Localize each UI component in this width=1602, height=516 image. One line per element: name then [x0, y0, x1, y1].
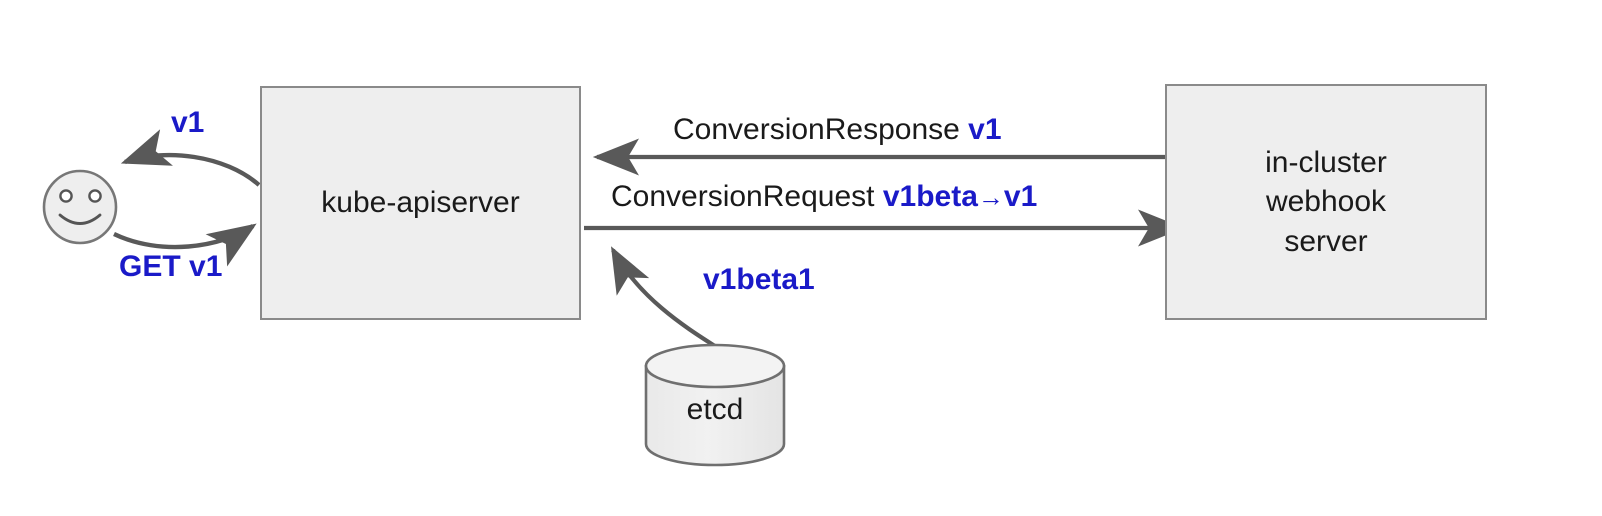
node-kube-apiserver-label: kube-apiserver: [321, 186, 520, 220]
edge-etcd-to-apiserver: [611, 246, 720, 350]
node-etcd-label: etcd: [686, 393, 744, 426]
edge-label-conversion-request: ConversionRequest v1beta→v1: [608, 180, 1041, 214]
node-kube-apiserver[interactable]: kube-apiserver: [260, 86, 581, 320]
edge-label-etcd-v1beta1: v1beta1: [700, 263, 818, 297]
node-webhook-server[interactable]: in-cluster webhook server: [1165, 84, 1487, 320]
etcd-cylinder-shape: [644, 343, 786, 467]
edge-user-to-apiserver: [113, 223, 257, 267]
edge-label-get-v1: GET v1: [116, 250, 226, 284]
edge-label-response-v1: v1: [168, 106, 208, 140]
conversion-request-version-from: v1beta: [882, 180, 978, 213]
conversion-request-text: ConversionRequest: [611, 180, 883, 213]
edge-apiserver-to-user: [120, 129, 261, 187]
conversion-request-arrow-icon: →: [977, 182, 1004, 212]
conversion-response-version: v1: [968, 113, 1002, 146]
smiley-face-icon: [42, 169, 118, 245]
node-webhook-server-label: in-cluster webhook server: [1265, 145, 1387, 258]
conversion-response-text: ConversionResponse: [673, 113, 969, 146]
conversion-request-version-to: v1: [1003, 180, 1038, 213]
edge-label-conversion-response: ConversionResponse v1: [670, 113, 1005, 147]
